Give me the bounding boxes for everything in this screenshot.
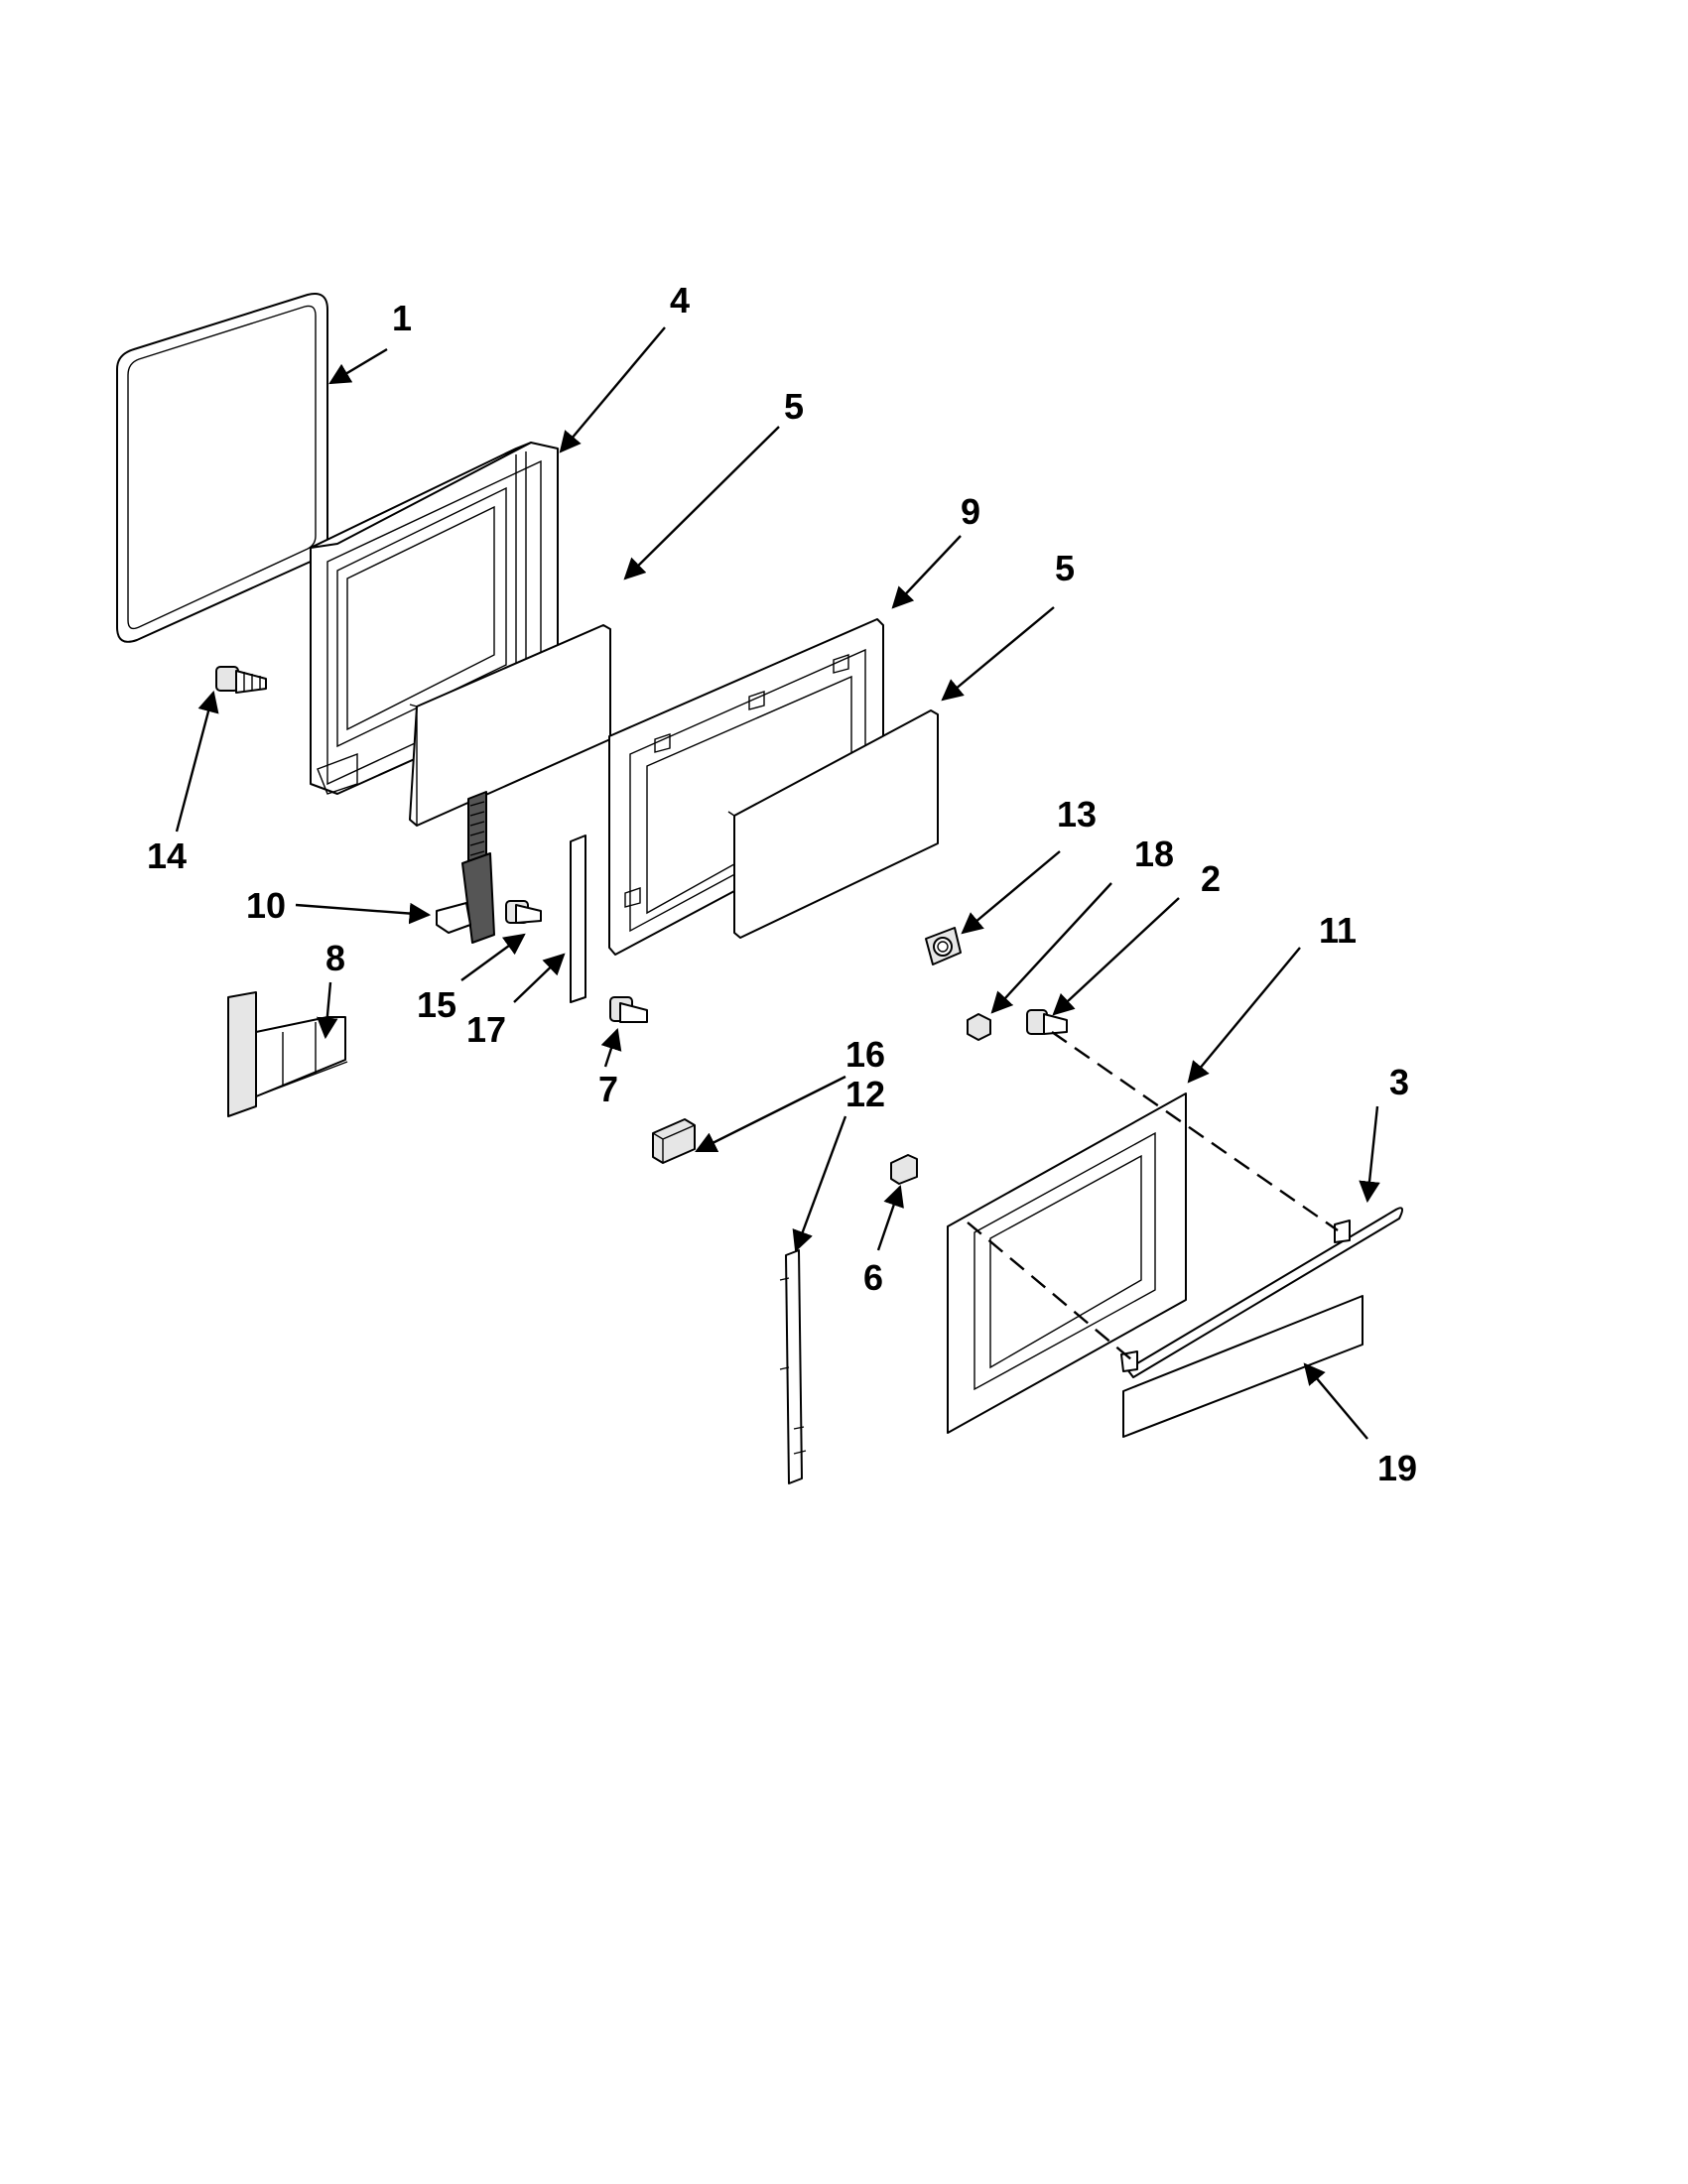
part-19-handle-trim [1122, 1295, 1363, 1438]
callout-18: 18 [1134, 834, 1174, 874]
callout-10: 10 [246, 885, 286, 926]
callout-7: 7 [598, 1069, 618, 1109]
callout-14: 14 [147, 835, 187, 876]
callout-19: 19 [1377, 1448, 1417, 1488]
part-14-screw [215, 666, 267, 694]
part-12-latch-strip [779, 1249, 807, 1484]
part-17-side-trim [570, 835, 586, 1003]
part-6-bumper [890, 1154, 918, 1185]
callout-13: 13 [1057, 794, 1097, 835]
callout-4: 4 [670, 280, 690, 321]
callout-15: 15 [417, 984, 456, 1025]
part-11-outer-door-panel [947, 1092, 1187, 1434]
callout-12: 12 [845, 1074, 885, 1114]
part-1-door-gasket [116, 293, 328, 643]
callout-16: 16 [845, 1034, 885, 1075]
callout-2: 2 [1201, 858, 1221, 899]
part-10-hinge [436, 791, 495, 944]
part-3-handle [1120, 1207, 1404, 1378]
callout-9: 9 [961, 491, 980, 532]
part-18-nut [967, 1013, 991, 1041]
callout-3: 3 [1389, 1062, 1409, 1102]
callout-5-lower: 5 [1055, 548, 1075, 588]
part-5-glass-panel-lower [727, 709, 939, 939]
part-7-screw [609, 996, 648, 1023]
part-2-handle-screw [1026, 1009, 1068, 1035]
part-15-hinge-screw [505, 900, 542, 924]
callout-8: 8 [325, 938, 345, 978]
callout-labels: 1 4 5 9 5 14 10 8 15 17 7 13 18 2 11 16 … [147, 280, 1417, 1488]
leader-lines [175, 326, 1380, 1440]
callout-11: 11 [1319, 910, 1357, 951]
callout-1: 1 [392, 298, 412, 338]
callout-5-upper: 5 [784, 386, 804, 427]
part-16-block [652, 1118, 696, 1164]
part-13-washer [925, 927, 962, 965]
callout-17: 17 [466, 1009, 506, 1050]
part-8-frame-corner [227, 991, 348, 1117]
callout-6: 6 [863, 1257, 883, 1298]
